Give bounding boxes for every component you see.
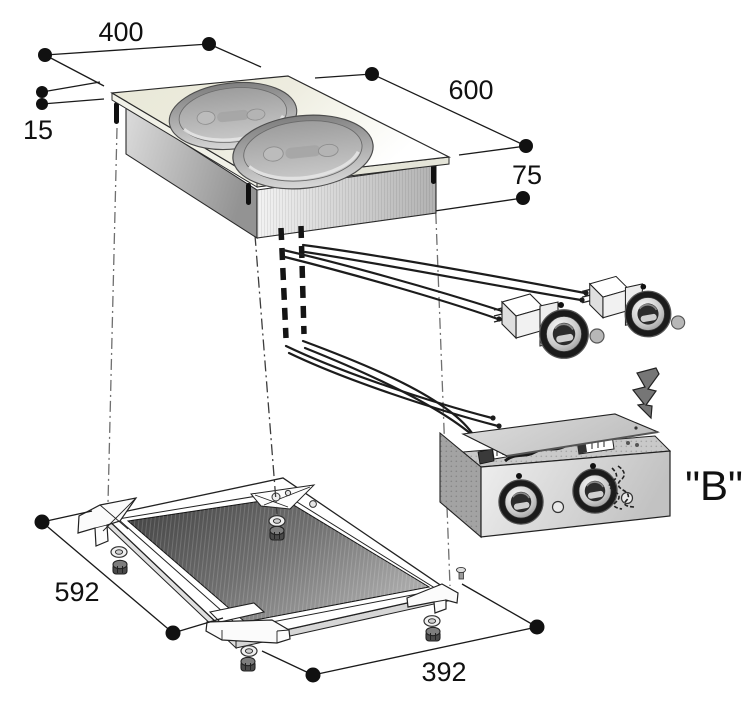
mounting-frame xyxy=(77,477,466,650)
box-indicator-2 xyxy=(620,491,634,505)
frame-bracket-west xyxy=(77,497,138,547)
cooktop xyxy=(110,74,452,240)
dimension-592: 592 xyxy=(34,510,224,641)
dim-400-label: 400 xyxy=(98,17,143,47)
control-box xyxy=(439,413,672,539)
floating-screw xyxy=(456,566,466,580)
frame-corner-gusset xyxy=(250,484,316,510)
dim-75-label: 75 xyxy=(512,160,542,190)
frame-bracket-south xyxy=(205,602,291,644)
cables xyxy=(281,243,589,444)
switch-cap xyxy=(589,328,605,344)
control-box-lid xyxy=(461,413,660,457)
dim-592-label: 592 xyxy=(54,577,99,607)
dim-15-label: 15 xyxy=(23,115,53,145)
dimension-392: 392 xyxy=(261,583,545,687)
frame-panel xyxy=(126,497,431,623)
frame-bracket-east xyxy=(406,583,459,614)
dimension-75: 75 xyxy=(420,160,542,214)
dimension-15: 15 xyxy=(23,81,105,145)
control-switch-2 xyxy=(582,275,686,338)
lightning-bolt-icon xyxy=(631,367,660,420)
frame-screw xyxy=(309,500,317,508)
dimension-400: 400 xyxy=(38,17,262,87)
control-box-label: "B" xyxy=(685,462,743,509)
dim-392-label: 392 xyxy=(421,657,466,687)
box-knob-1 xyxy=(498,479,544,525)
switch-cap xyxy=(670,315,686,330)
control-switch-1 xyxy=(493,293,605,360)
dimension-600: 600 xyxy=(314,67,533,156)
box-indicator-1 xyxy=(551,500,565,514)
coiled-wire xyxy=(608,465,635,510)
dim-600-label: 600 xyxy=(448,75,493,105)
box-knob-2 xyxy=(572,468,618,514)
cooktop-pins xyxy=(114,102,436,205)
cable-leads xyxy=(278,225,307,339)
